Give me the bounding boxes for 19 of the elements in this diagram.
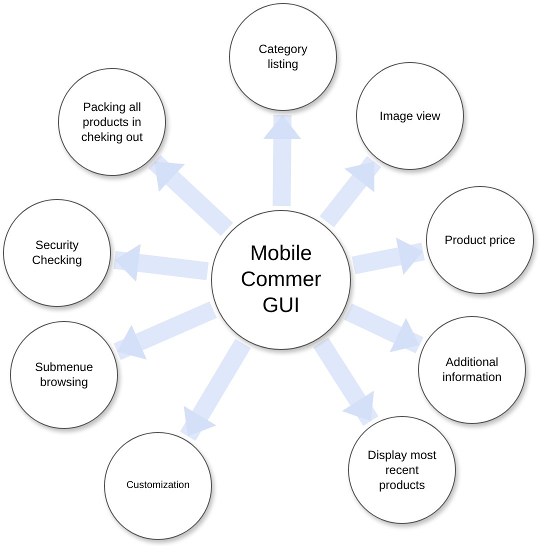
circle-label: Display most recent products bbox=[366, 448, 438, 492]
block-arrow bbox=[180, 338, 251, 441]
block-arrow bbox=[352, 238, 425, 275]
block-arrow bbox=[114, 244, 209, 282]
circle-label: Category listing bbox=[258, 42, 308, 72]
block-arrow bbox=[344, 303, 424, 354]
block-arrow bbox=[114, 301, 217, 360]
block-arrow bbox=[313, 338, 378, 426]
circle-label: Product price bbox=[444, 232, 516, 248]
block-arrow bbox=[148, 155, 234, 236]
circle-label: Submenue browsing bbox=[34, 360, 94, 390]
circle-label: Customization bbox=[126, 480, 190, 492]
block-arrow bbox=[263, 114, 302, 206]
circle-label: Additional information bbox=[441, 355, 503, 385]
block-arrow bbox=[320, 156, 382, 228]
circle-label: Image view bbox=[380, 108, 440, 124]
circle-label: Mobile Commer GUI bbox=[240, 240, 322, 320]
circle-label: Packing all products in cheking out bbox=[80, 100, 144, 144]
circle-label: Security Checking bbox=[30, 238, 84, 268]
